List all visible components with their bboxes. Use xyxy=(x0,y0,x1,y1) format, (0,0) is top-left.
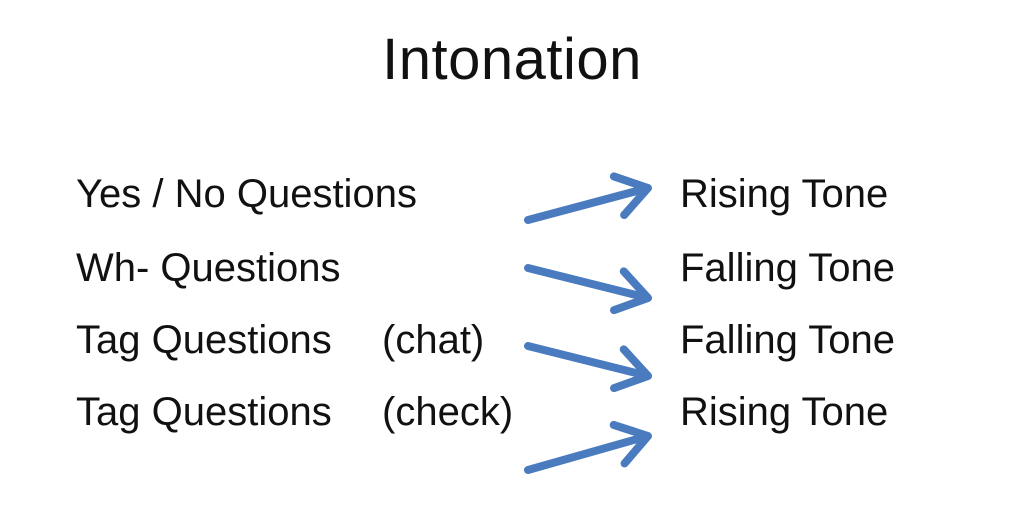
row-tag-chat: Tag Questions (chat) Falling Tone xyxy=(0,310,1024,370)
row-tag-check: Tag Questions (check) Rising Tone xyxy=(0,382,1024,442)
question-note: (chat) xyxy=(382,318,485,362)
slide-title: Intonation xyxy=(382,27,642,92)
row-wh: Wh- Questions Falling Tone xyxy=(0,238,1024,298)
row-yes-no: Yes / No Questions Rising Tone xyxy=(0,164,1024,224)
rising-arrow-icon xyxy=(524,172,652,224)
question-label: Yes / No Questions xyxy=(76,172,417,216)
arrow-shaft xyxy=(524,342,649,380)
arrow-shaft xyxy=(524,264,649,302)
arrow-shaft xyxy=(524,185,649,224)
falling-arrow-icon xyxy=(524,342,652,393)
rising-arrow-icon xyxy=(524,420,652,474)
question-note: (check) xyxy=(382,390,514,434)
tone-label: Falling Tone xyxy=(680,318,895,362)
question-label: Tag Questions xyxy=(76,390,332,434)
question-label: Tag Questions xyxy=(76,318,332,362)
falling-arrow-icon xyxy=(524,264,652,315)
arrow-head xyxy=(609,172,652,220)
arrow-head xyxy=(610,267,652,315)
tone-label: Rising Tone xyxy=(680,172,889,216)
tone-label: Rising Tone xyxy=(680,390,889,434)
tone-label: Falling Tone xyxy=(680,246,895,290)
arrow-head xyxy=(609,420,652,468)
arrow-shaft xyxy=(524,433,649,474)
arrow-head xyxy=(610,345,652,393)
arrow-layer xyxy=(524,172,652,474)
question-label: Wh- Questions xyxy=(76,246,341,290)
